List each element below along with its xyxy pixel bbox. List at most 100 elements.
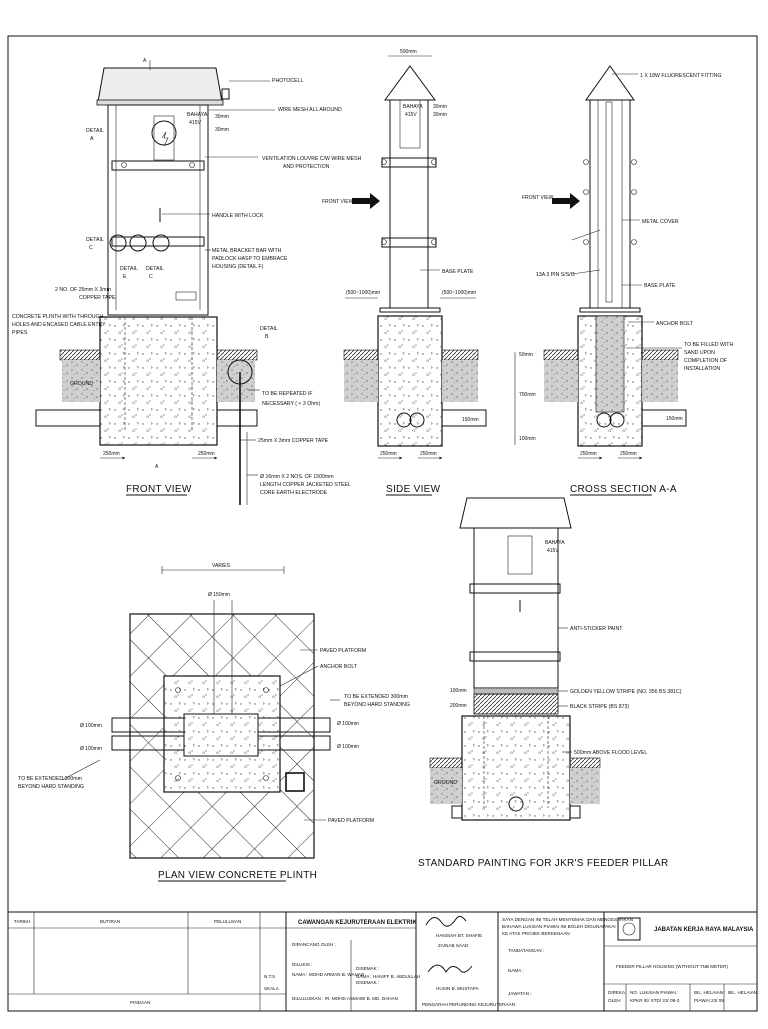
label-detail-b-letter: B — [265, 334, 269, 340]
signature — [427, 964, 473, 973]
arrow-icon — [552, 193, 580, 209]
label-base-plate: BASE PLATE — [442, 269, 474, 275]
pillar-body — [389, 99, 429, 309]
cross-section-view: 1 X 18W FLUORESCENT FITTING FRONT VIEW M… — [522, 65, 733, 496]
label-bracket-2: PADLOCK HASP TO EMBRACE — [212, 256, 288, 262]
pit-square — [285, 772, 305, 792]
signature — [425, 915, 467, 927]
concrete-plinth — [461, 715, 571, 821]
dim-label: 200mm — [450, 703, 467, 709]
label-extend-left-2: BEYOND HARD STANDING — [18, 784, 84, 790]
painting-title: STANDARD PAINTING FOR JKR'S FEEDER PILLA… — [418, 858, 669, 869]
arrow-icon — [352, 193, 380, 209]
front-view: A BAHAYA 415V 30mm 30mm — [12, 58, 362, 505]
tb-staff: NAMA : HANIFF B. ABDULLAH — [356, 974, 420, 979]
concrete-plinth — [163, 675, 281, 793]
label-detail-c2: DETAIL — [146, 266, 164, 272]
detail-c-circle — [109, 234, 127, 252]
label-bracket: METAL BRACKET BAR WITH — [212, 248, 282, 254]
tb-staff: DISEMAK : — [356, 966, 379, 971]
dim-label: 250mm — [620, 451, 637, 457]
label-detail-c-letter: C — [89, 245, 93, 251]
sign-text-1: BAHAYA — [403, 104, 423, 110]
label-sand-2: SAND UPON — [684, 350, 715, 356]
label-ground: GROUND — [70, 381, 93, 387]
tb-sign-name: HANISAH BT. SHAFIE — [436, 933, 482, 938]
dim-label: Ø 100mm — [337, 744, 359, 750]
dim-label: 700mm — [519, 392, 536, 398]
tb-col1-head: TARIKH — [14, 919, 31, 924]
danger-sign-icon — [151, 120, 177, 146]
tb-scale: N.T.S — [264, 974, 275, 979]
plan-view: VARIES Ø 150mm PAVED PLATFORM ANCHOR BOL… — [18, 563, 410, 882]
pillar-body — [107, 104, 209, 316]
dim-label: 500mm — [400, 49, 417, 55]
tb-branch: CAWANGAN KEJURUTERAAN ELEKTRIK — [298, 920, 417, 926]
tb-sheet-value: PIAWAI 23/ 09 — [694, 998, 724, 1003]
dim-label: Ø 100mm — [337, 721, 359, 727]
label-metal-cover: METAL COVER — [642, 219, 679, 225]
photocell-icon — [221, 88, 230, 100]
label-anti-sticker: ANTI-STICKER PAINT — [570, 626, 623, 632]
tb-no-value: KPKR /E/ STD/ 23/ 09-3 — [630, 998, 680, 1003]
sign-text-1: BAHAYA — [545, 540, 565, 546]
tb-staff: DILULUSKAN : IR. MOHD ASMAWI B. MD. DAHA… — [292, 996, 398, 1001]
dim-label: 250mm — [198, 451, 215, 457]
dim-label: VARIES — [212, 563, 231, 569]
pillar-roof — [384, 65, 436, 101]
label-detail-b: DETAIL — [260, 326, 278, 332]
pillar-body — [589, 99, 631, 309]
dim-label: Ø 150mm — [208, 592, 230, 598]
label-detail-a-letter: A — [90, 136, 94, 142]
sign-text-2: 415V — [405, 112, 417, 118]
tb-pindaan: PINDAAN — [130, 1000, 150, 1005]
tb-cert-field: NAMA : — [508, 968, 524, 973]
yellow-stripe — [473, 687, 559, 695]
tb-staff: DIRANCANG OLEH : — [292, 942, 336, 947]
dim-label: Ø 100mm — [80, 746, 102, 752]
tb-drawn: OLEH — [608, 998, 621, 1003]
tb-org: JABATAN KERJA RAYA MALAYSIA — [654, 927, 754, 933]
dim-label: Ø 100mm — [80, 723, 102, 729]
dim-label: 30mm — [433, 112, 447, 118]
cable-pipe — [596, 412, 612, 428]
label-extend-right-2: BEYOND HARD STANDING — [344, 702, 410, 708]
label-detail-e: DETAIL — [120, 266, 138, 272]
tb-col3-head: PELULUSAN — [214, 919, 241, 924]
label-extend-left: TO BE EXTENDED 300mm — [18, 776, 82, 782]
tb-staff: DISEMAK : — [356, 980, 379, 985]
side-view: 500mm BAHAYA 415V 30mm 30mm FRONT VIEW B… — [322, 49, 536, 496]
dim-label: 250mm — [103, 451, 120, 457]
label-copper-tape-top: 2 NO. OF 25mm X 3mm — [55, 287, 111, 293]
dim-label: 150mm — [666, 416, 683, 422]
label-ground: GROUND — [434, 780, 457, 786]
dim-label: 150mm — [462, 417, 479, 423]
tb-cert: KE ATAS PROJEK BERKENAAN — [502, 931, 570, 936]
dim-label: 250mm — [380, 451, 397, 457]
tb-cert: SAYA DENGAN INI TELAH MENYEMAK DAN MENGE… — [502, 917, 633, 922]
fluorescent-fitting — [605, 101, 613, 303]
pillar-roof — [97, 67, 223, 103]
label-copper-tape: 25mm X 3mm COPPER TAPE — [258, 438, 329, 444]
concrete-plinth — [99, 316, 218, 446]
cable-pipe — [508, 796, 524, 812]
dim-label: 100mm — [450, 688, 467, 694]
dim-label: 250mm — [420, 451, 437, 457]
cable-pipe — [409, 412, 425, 428]
label-extend-right: TO BE EXTENDED 300mm — [344, 694, 408, 700]
sign-text-2: 415V — [189, 120, 202, 126]
label-front-view: FRONT VIEW — [322, 199, 354, 205]
section-mark: A — [155, 464, 159, 470]
tb-bil-label: BIL. HELAIAN : — [728, 990, 760, 995]
label-repeat-2: NECESSARY ( < 3 Ohm) — [262, 401, 320, 407]
sign-text-2: 415V — [547, 548, 559, 554]
label-detail-a: DETAIL — [86, 128, 104, 134]
label-sand-4: INSTALLATION — [684, 366, 720, 372]
dim-label: 30mm — [215, 114, 229, 120]
tb-sign-role: PENGARAH PERUNDING KEJURUTERAAN — [422, 1002, 515, 1007]
dim-label: 100mm — [519, 436, 536, 442]
side-view-title: SIDE VIEW — [386, 484, 441, 495]
label-yellow: GOLDEN YELLOW STRIPE (NO. 356 BS 381C) — [570, 689, 682, 695]
dim-label: (500~1000)mm — [442, 290, 476, 296]
label-detail-e-letter: E — [123, 274, 127, 280]
